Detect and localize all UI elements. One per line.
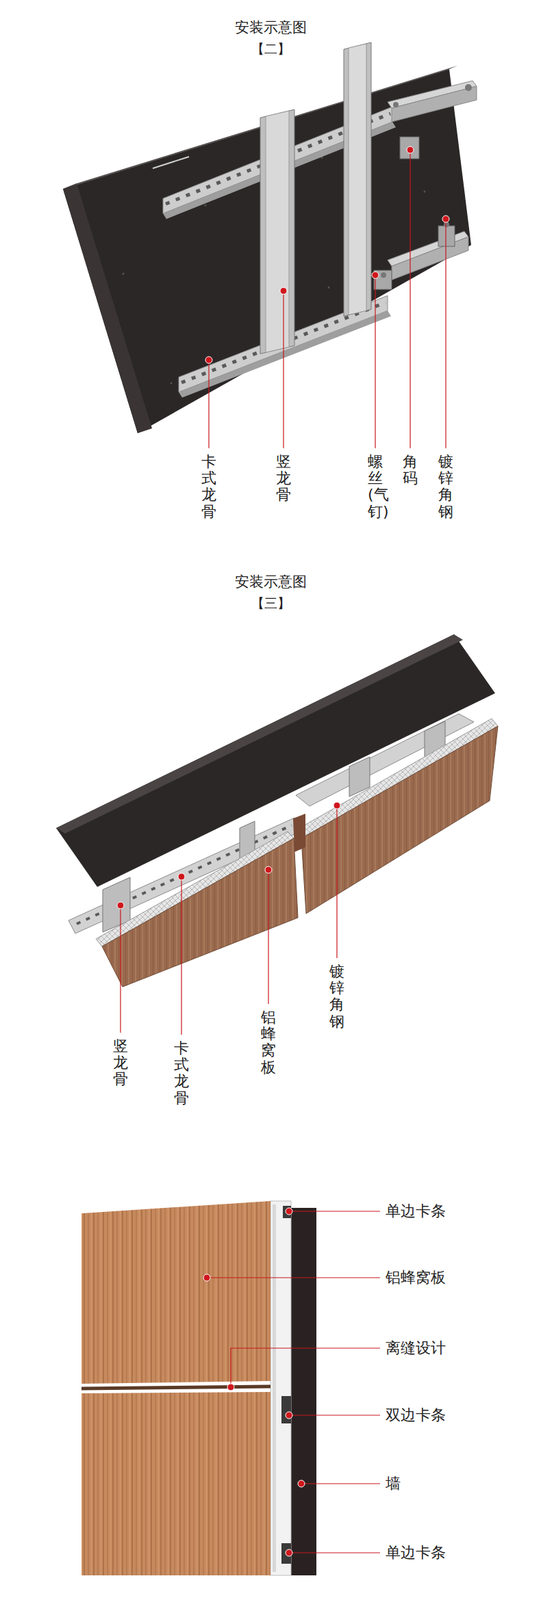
part-label: 竖龙骨	[112, 1038, 129, 1089]
part-label: 单边卡条	[385, 1201, 446, 1223]
part-label: 离缝设计	[385, 1338, 446, 1360]
vertical-keel	[260, 42, 372, 355]
angle-steel	[373, 80, 477, 290]
part-label: 铝蜂窝板	[260, 1010, 276, 1077]
part-label: 角码	[402, 454, 418, 487]
leader-dot	[117, 802, 341, 910]
part-label: 卡式龙骨	[173, 1040, 190, 1108]
part-label: 铝蜂窝板	[385, 1268, 446, 1289]
heading: 安装示意图	[234, 17, 307, 37]
heading-number: 【三】	[251, 595, 291, 613]
leader-dot	[205, 146, 450, 364]
part-label: 卡式龙骨	[201, 454, 217, 521]
part-label: 双边卡条	[385, 1405, 446, 1427]
honeycomb-panel	[95, 719, 498, 988]
leader-line	[206, 1212, 381, 1554]
part-label: 单边卡条	[385, 1543, 446, 1565]
heading: 安装示意图	[234, 572, 307, 592]
heading-number: 【二】	[251, 40, 291, 59]
part-label: 镀锌角钢	[329, 964, 345, 1031]
part-label: 镀锌角钢	[438, 454, 454, 521]
leader-line	[120, 806, 337, 1036]
leader-line	[208, 149, 446, 449]
panel-photo	[81, 1201, 317, 1577]
part-label: 竖龙骨	[275, 454, 292, 505]
part-label: 螺丝(气钉)	[367, 454, 383, 521]
part-label: 墙	[385, 1474, 401, 1495]
leader-dot	[203, 1208, 305, 1558]
